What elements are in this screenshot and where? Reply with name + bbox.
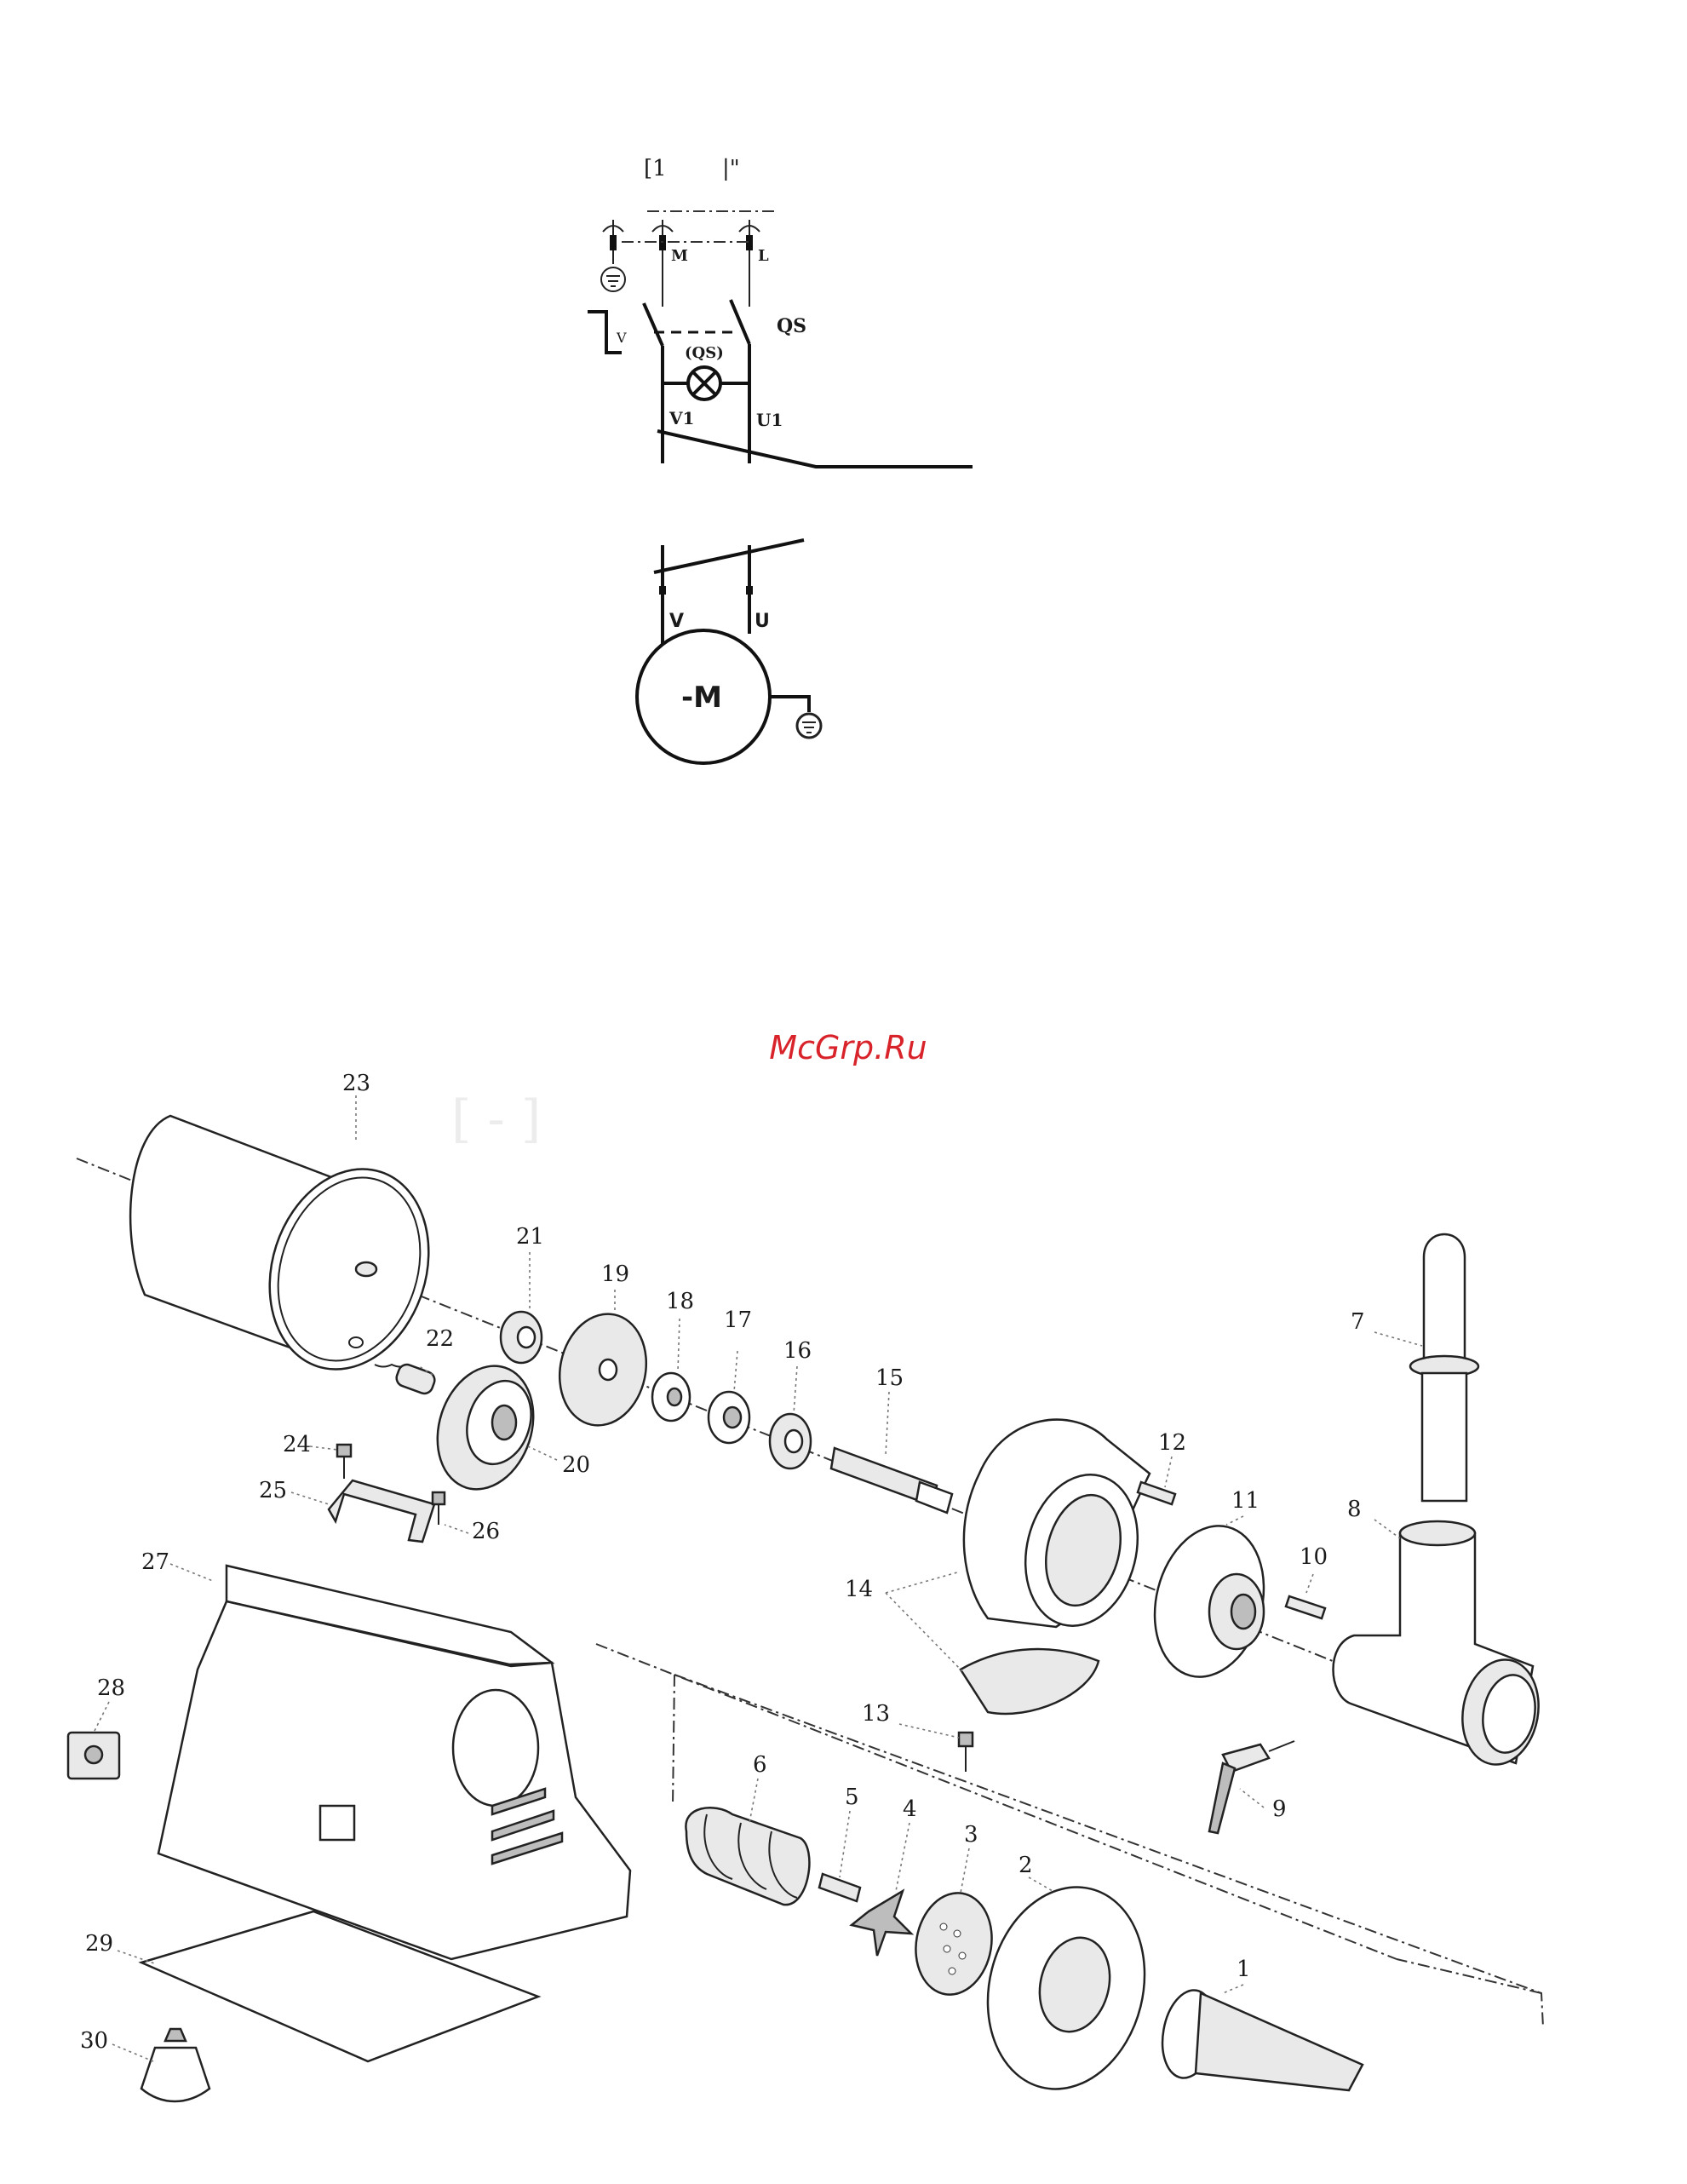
part-20-gear [422, 1354, 548, 1502]
part-label-9: 9 [1272, 1796, 1287, 1822]
part-15-drive-shaft [831, 1448, 952, 1513]
part-label-2: 2 [1019, 1853, 1033, 1878]
part-label-21: 21 [516, 1224, 544, 1250]
motor-terminal-v: V [669, 611, 684, 632]
part-label-1: 1 [1237, 1957, 1251, 1982]
cable-break-line [657, 431, 973, 467]
part-2-ring-nut [967, 1871, 1166, 2106]
part-label-12: 12 [1158, 1430, 1186, 1456]
part-label-25: 25 [259, 1478, 287, 1503]
part-label-22: 22 [426, 1326, 454, 1352]
part-13-bolt [959, 1733, 973, 1772]
part-label-13: 13 [862, 1701, 890, 1727]
faded-stamp: [ - ] [451, 1089, 541, 1149]
top-mark-right: |" [722, 156, 740, 181]
part-4-knife [852, 1891, 911, 1956]
terminal-l-label: L [758, 247, 769, 265]
switch-label-qs: QS [777, 315, 806, 337]
switch-v-mark: V [616, 330, 627, 346]
part-1-sausage-funnel [1156, 1986, 1363, 2090]
motor: V U -M [637, 540, 821, 763]
part-label-24: 24 [283, 1432, 311, 1457]
indicator-lamp: (QS) [663, 344, 749, 399]
part-5-spindle [819, 1874, 860, 1901]
motor-terminal-u: U [755, 611, 770, 632]
part-21-bushing [501, 1312, 542, 1363]
part-12-screw [1138, 1482, 1175, 1504]
part-25-carry-handle [329, 1480, 434, 1542]
part-label-23: 23 [342, 1071, 370, 1096]
part-6-worm-screw [686, 1808, 809, 1905]
top-mark-left: [1 [644, 156, 667, 181]
part-14-gearbox-cover [961, 1420, 1153, 1714]
part-label-5: 5 [845, 1785, 859, 1810]
part-label-10: 10 [1300, 1544, 1328, 1570]
part-label-29: 29 [85, 1931, 113, 1957]
part-10-screw [1286, 1596, 1325, 1618]
part-label-8: 8 [1347, 1497, 1362, 1522]
motor-label: -M [681, 681, 722, 715]
bracket-link [1397, 1959, 1541, 1993]
part-30-rubber-foot [141, 2029, 209, 2101]
part-label-26: 26 [472, 1519, 500, 1544]
part-23-motor-housing [130, 1116, 454, 1390]
part-22-shaft-coupling [375, 1362, 437, 1395]
part-24-screw [337, 1445, 351, 1479]
part-label-19: 19 [601, 1262, 629, 1287]
motor-ground-icon [797, 714, 821, 738]
part-28-switch [68, 1733, 119, 1779]
part-label-6: 6 [753, 1752, 767, 1778]
part-17-washer [709, 1392, 749, 1443]
part-16-bearing [770, 1414, 811, 1468]
part-3-cutting-plate [908, 1887, 1000, 2000]
part-label-7: 7 [1351, 1309, 1365, 1335]
part-26-screw [433, 1492, 445, 1525]
terminal-l: L [739, 220, 769, 307]
part-label-27: 27 [141, 1549, 169, 1575]
output-label-u1: U1 [756, 410, 783, 430]
ground-terminal [601, 220, 625, 291]
part-label-18: 18 [666, 1289, 694, 1314]
part-18-washer [652, 1373, 690, 1421]
part-label-3: 3 [964, 1822, 978, 1848]
part-27-base-housing [158, 1566, 630, 1959]
part-label-17: 17 [724, 1308, 752, 1333]
part-label-20: 20 [562, 1452, 590, 1478]
terminal-m: M [652, 220, 688, 307]
part-11-flange [1139, 1514, 1279, 1689]
part-7-pusher [1410, 1234, 1478, 1501]
part-label-14: 14 [845, 1577, 873, 1602]
wiring-schematic: [1 |" M L [588, 156, 973, 763]
watermark-logo: McGrp.Ru [755, 1029, 942, 1066]
part-label-16: 16 [783, 1338, 812, 1364]
lamp-label: (QS) [685, 344, 724, 362]
output-label-v1: V1 [668, 408, 694, 428]
part-label-30: 30 [80, 2028, 108, 2054]
part-label-11: 11 [1231, 1488, 1260, 1514]
terminal-m-label: M [671, 247, 688, 265]
part-19-gear-disc [549, 1306, 656, 1434]
exploded-view: [ - ] [68, 1071, 1546, 2106]
part-label-28: 28 [97, 1675, 125, 1701]
part-8-mincer-head [1334, 1521, 1547, 1771]
part-label-4: 4 [903, 1796, 917, 1822]
part-label-15: 15 [875, 1365, 904, 1391]
